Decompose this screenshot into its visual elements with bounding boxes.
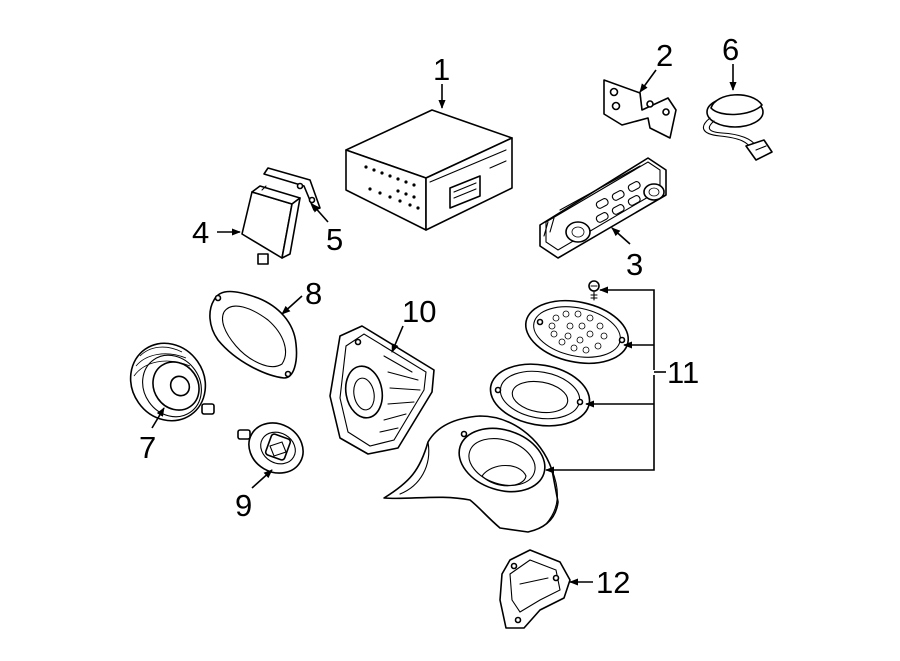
part-10-enclosure xyxy=(329,325,435,455)
part-2-bracket xyxy=(603,79,677,139)
callout-7: 7 xyxy=(139,430,156,465)
callout-4: 4 xyxy=(192,215,209,250)
part-11-screw xyxy=(588,280,600,301)
callout-9: 9 xyxy=(235,488,252,523)
part-4-module xyxy=(241,185,301,265)
part-11-grille xyxy=(524,299,630,365)
part-1-radio-receiver xyxy=(345,109,513,231)
callout-11: 11 xyxy=(667,355,699,390)
callout-2: 2 xyxy=(656,38,673,73)
callout-6: 6 xyxy=(722,32,739,67)
part-11-speaker-ring xyxy=(489,363,591,427)
callout-8: 8 xyxy=(305,276,322,311)
callout-3: 3 xyxy=(626,247,643,282)
callout-1: 1 xyxy=(433,52,450,87)
part-11-housing xyxy=(383,415,559,533)
part-6-antenna xyxy=(702,94,773,161)
callout-10: 10 xyxy=(402,294,436,329)
part-8-speaker-adapter xyxy=(209,290,298,379)
part-7-speaker xyxy=(129,342,215,422)
part-9-tweeter xyxy=(237,422,304,474)
part-11-components xyxy=(383,280,630,533)
leader-lines xyxy=(151,64,737,586)
part-12-mounting-plate xyxy=(499,549,571,629)
part-3-control-panel xyxy=(539,157,667,259)
callout-labels: 1 2 3 4 5 6 7 8 9 10 11 12 xyxy=(139,32,739,600)
callout-12: 12 xyxy=(596,565,630,600)
callout-5: 5 xyxy=(326,222,343,257)
